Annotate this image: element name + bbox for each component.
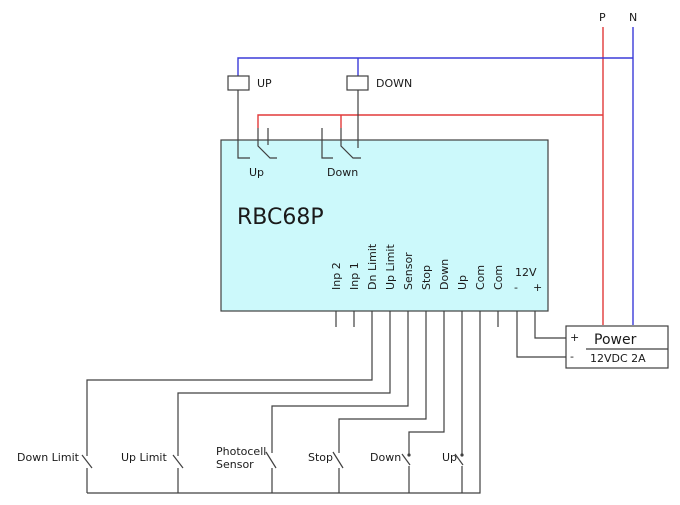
neutral-bus-wire xyxy=(237,57,633,76)
terminal-up: Up xyxy=(456,275,469,290)
terminal-com-2: Com xyxy=(492,265,505,290)
terminal-pins xyxy=(335,311,536,327)
down-contact-switch xyxy=(340,128,361,159)
terminal-12v-label: 12V xyxy=(515,266,537,279)
photocell-label-2: Sensor xyxy=(216,458,254,471)
stop-label: Stop xyxy=(308,451,333,464)
sensor-wire xyxy=(271,327,409,447)
down-contact-wire-a xyxy=(321,128,333,159)
stop-switch xyxy=(332,447,344,493)
down-switch-label: Down xyxy=(370,451,401,464)
rbc68p-controller xyxy=(220,139,549,312)
power-supply-minus: - xyxy=(570,350,574,363)
down-switch xyxy=(401,447,411,493)
down-relay-label: DOWN xyxy=(376,77,412,90)
up-limit-label: Up Limit xyxy=(121,451,167,464)
up-contact-label: Up xyxy=(249,166,264,179)
terminal-12v-minus: - xyxy=(514,281,518,294)
neutral-label: N xyxy=(629,11,637,24)
power-supply-box xyxy=(565,325,669,369)
down-relay-coil xyxy=(346,75,369,91)
power-supply-plus: + xyxy=(570,331,579,344)
power-supply-title: Power xyxy=(594,332,637,348)
plus-12v-wire xyxy=(534,327,566,339)
photocell-switch xyxy=(265,447,277,493)
terminal-dn-limit: Dn Limit xyxy=(366,243,379,290)
up-contact-wire-a xyxy=(237,90,250,159)
terminal-stop: Stop xyxy=(420,265,433,290)
terminal-up-limit: Up Limit xyxy=(384,244,397,290)
down-limit-label: Down Limit xyxy=(17,451,80,464)
up-contact-switch xyxy=(257,128,277,159)
up-limit-switch xyxy=(172,450,184,493)
up-relay-label: UP xyxy=(257,77,272,90)
down-limit-switch xyxy=(81,450,93,493)
minus-12v-wire xyxy=(516,327,566,358)
com-return-wire xyxy=(87,327,481,494)
down-contact-label: Down xyxy=(327,166,358,179)
terminal-inp1: Inp 1 xyxy=(348,262,361,290)
terminal-inp2: Inp 2 xyxy=(330,262,343,290)
power-supply-spec: 12VDC 2A xyxy=(590,352,646,365)
dn-limit-wire xyxy=(86,327,373,450)
stop-wire xyxy=(338,327,427,447)
terminal-down: Down xyxy=(438,259,451,290)
photocell-label-1: Photocell xyxy=(216,445,266,458)
terminal-12v-plus: + xyxy=(533,281,542,294)
down-wire xyxy=(408,327,445,447)
up-relay-coil xyxy=(227,75,250,91)
up-switch xyxy=(454,447,464,493)
phase-label: P xyxy=(599,11,606,24)
phase-bus-wire xyxy=(257,114,603,128)
controller-name: RBC68P xyxy=(237,205,324,230)
up-limit-wire xyxy=(177,327,391,450)
terminal-com-1: Com xyxy=(474,265,487,290)
up-switch-label: Up xyxy=(442,451,457,464)
terminal-sensor: Sensor xyxy=(402,252,415,290)
